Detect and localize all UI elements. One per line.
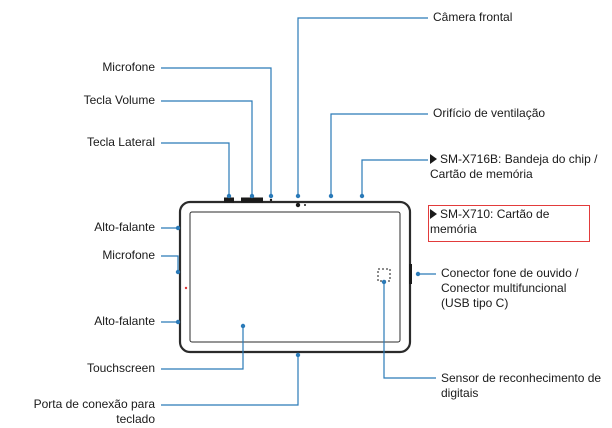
label-vent-hole: Orifício de ventilação bbox=[433, 106, 546, 120]
leader-lines bbox=[161, 17, 436, 406]
front-camera-lens bbox=[295, 202, 301, 208]
label-microphone-top: Microfone bbox=[102, 60, 155, 74]
side-key-shape bbox=[224, 197, 234, 203]
label-microphone-side: Microfone bbox=[102, 248, 155, 262]
label-sim-tray-x710: SM-X710: Cartão de memória bbox=[430, 207, 590, 237]
label-keyboard-port: Porta de conexão para teclado bbox=[33, 397, 155, 426]
label-sim-tray-x716b: SM-X716B: Bandeja do chip / Cartão de me… bbox=[430, 152, 602, 182]
label-speaker-top: Alto-falante bbox=[94, 220, 155, 234]
leader-dots bbox=[175, 193, 421, 358]
label-volume-key: Tecla Volume bbox=[83, 93, 155, 107]
side-mic-hole bbox=[184, 286, 188, 290]
label-speaker-bottom: Alto-falante bbox=[94, 314, 155, 328]
label-side-key: Tecla Lateral bbox=[86, 135, 155, 149]
label-front-camera: Câmera frontal bbox=[433, 10, 513, 24]
triangle-arrow-icon bbox=[430, 154, 437, 164]
label-sim-tray-x716b-text: SM-X716B: Bandeja do chip / Cartão de me… bbox=[430, 152, 598, 181]
usb-port-shape bbox=[409, 264, 412, 284]
label-sim-tray-x710-text: SM-X710: Cartão de memória bbox=[430, 207, 550, 236]
front-camera-sensor bbox=[304, 204, 306, 206]
label-fingerprint-sensor: Sensor de reconhecimento de digitais bbox=[441, 371, 602, 400]
volume-key-shape bbox=[241, 197, 263, 203]
top-mic-hole bbox=[269, 198, 273, 202]
highlight-box bbox=[428, 205, 590, 242]
tablet-screen bbox=[189, 211, 401, 343]
label-headset-connector: Conector fone de ouvido / Conector multi… bbox=[441, 266, 579, 310]
label-touchscreen: Touchscreen bbox=[86, 361, 155, 375]
triangle-arrow-icon bbox=[430, 209, 437, 219]
